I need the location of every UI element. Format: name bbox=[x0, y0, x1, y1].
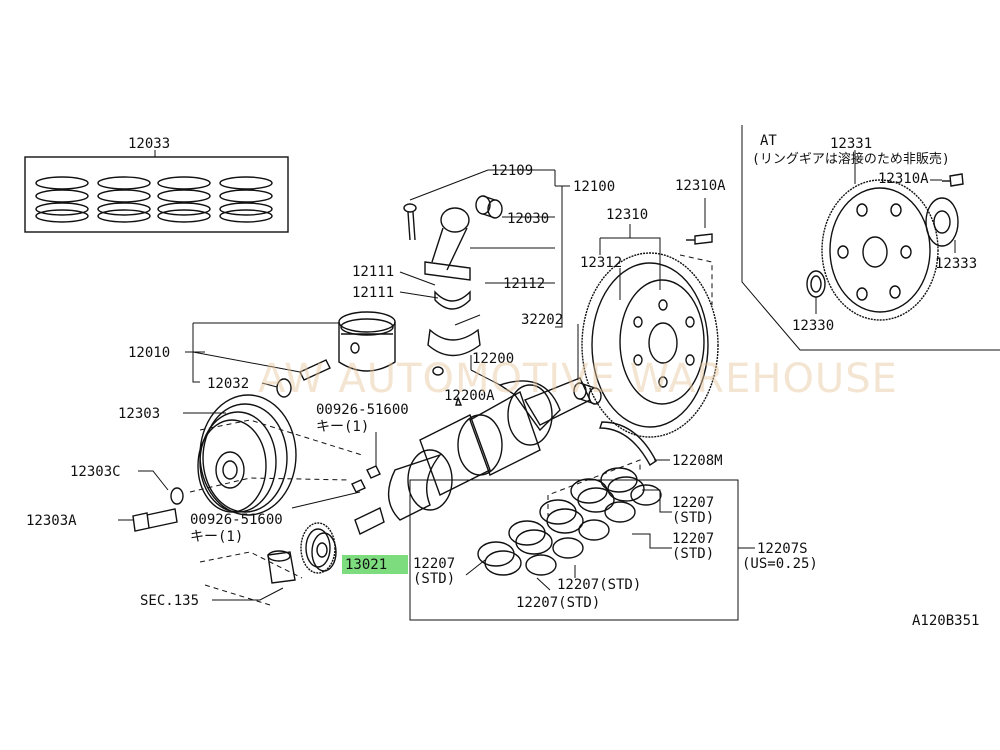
snap-ring[interactable] bbox=[276, 378, 292, 398]
label-12112[interactable]: 12112 bbox=[503, 276, 545, 292]
label-12111-lower[interactable]: 12111 bbox=[352, 285, 394, 301]
crankshaft[interactable] bbox=[354, 377, 591, 535]
label-12207S-note[interactable]: (US=0.25) bbox=[742, 556, 818, 572]
at-spacer[interactable] bbox=[806, 270, 826, 298]
rod-nut bbox=[432, 366, 444, 376]
piston-pin bbox=[299, 359, 331, 381]
label-12100[interactable]: 12100 bbox=[573, 179, 615, 195]
drive-plate-holes bbox=[837, 203, 912, 301]
label-00926-upper[interactable]: 00926-51600 bbox=[316, 402, 409, 418]
flywheel-bolt-holes bbox=[633, 299, 695, 388]
label-12331[interactable]: 12331 bbox=[830, 136, 872, 152]
label-12303C[interactable]: 12303C bbox=[70, 464, 121, 480]
label-12109[interactable]: 12109 bbox=[491, 163, 533, 179]
label-32202[interactable]: 32202 bbox=[521, 312, 563, 328]
rod-cap bbox=[427, 328, 481, 357]
rod-bushing bbox=[475, 195, 503, 219]
pulley-bolt[interactable] bbox=[132, 508, 178, 532]
label-12207-a[interactable]: 12207 bbox=[672, 495, 714, 511]
label-12032[interactable]: 12032 bbox=[207, 376, 249, 392]
label-12310A-at[interactable]: 12310A bbox=[878, 171, 929, 187]
label-13021[interactable]: 13021 bbox=[345, 557, 387, 573]
label-12010[interactable]: 12010 bbox=[128, 345, 170, 361]
diagram-code: A120B351 bbox=[912, 613, 979, 629]
at-inset: AT (リングギアは溶接のため非販売) 12331 12310A bbox=[741, 125, 1000, 351]
at-note: (リングギアは溶接のため非販売) bbox=[752, 151, 950, 167]
flywheel-bolt[interactable] bbox=[686, 233, 713, 245]
label-12207S[interactable]: 12207S bbox=[757, 541, 808, 557]
ring-group-1 bbox=[35, 176, 89, 223]
piston[interactable] bbox=[338, 311, 396, 372]
rod-bolt bbox=[403, 203, 417, 241]
label-12330[interactable]: 12330 bbox=[792, 318, 834, 334]
sec135-sleeve[interactable] bbox=[267, 550, 296, 584]
key-lower[interactable] bbox=[351, 479, 366, 493]
label-12200[interactable]: 12200 bbox=[472, 351, 514, 367]
ring-group-2 bbox=[97, 176, 151, 223]
piston-ring-set[interactable] bbox=[24, 150, 289, 233]
label-SEC135[interactable]: SEC.135 bbox=[140, 593, 199, 609]
label-12200A[interactable]: 12200A bbox=[444, 388, 495, 404]
crank-pulley[interactable] bbox=[197, 394, 297, 516]
watermark: AW AUTOMOTIVE WAREHOUSE bbox=[258, 356, 898, 402]
label-12207-b[interactable]: 12207 bbox=[672, 531, 714, 547]
at-title: AT bbox=[760, 133, 777, 149]
label-12207-d[interactable]: 12207(STD) bbox=[557, 577, 641, 593]
label-12208M[interactable]: 12208M bbox=[672, 453, 723, 469]
highlight-13021 bbox=[342, 555, 408, 574]
label-12310A[interactable]: 12310A bbox=[675, 178, 726, 194]
label-12207-e[interactable]: 12207(STD) bbox=[516, 595, 600, 611]
label-12033[interactable]: 12033 bbox=[128, 136, 170, 152]
label-12333[interactable]: 12333 bbox=[935, 256, 977, 272]
label-00926-lower-note[interactable]: キー(1) bbox=[190, 529, 243, 545]
label-12207-a-note[interactable]: (STD) bbox=[672, 510, 714, 526]
ring-group-3 bbox=[157, 176, 211, 223]
at-inset-border bbox=[741, 125, 1000, 351]
thrust-washer[interactable] bbox=[599, 421, 657, 467]
connecting-rod-assembly[interactable] bbox=[403, 195, 503, 376]
label-00926-lower[interactable]: 00926-51600 bbox=[190, 512, 283, 528]
bearings-upper-row bbox=[525, 484, 662, 576]
label-00926-upper-note[interactable]: キー(1) bbox=[316, 419, 369, 435]
label-12310[interactable]: 12310 bbox=[606, 207, 648, 223]
label-12303A[interactable]: 12303A bbox=[26, 513, 77, 529]
label-12207-c-note[interactable]: (STD) bbox=[413, 571, 455, 587]
main-bearing-set[interactable] bbox=[409, 459, 739, 621]
drive-plate[interactable] bbox=[821, 179, 939, 321]
label-12030[interactable]: 12030 bbox=[507, 211, 549, 227]
bearings-lower-row bbox=[477, 467, 645, 576]
drive-plate-bolt[interactable] bbox=[942, 173, 964, 187]
ring-set-frame bbox=[24, 156, 289, 233]
label-12303[interactable]: 12303 bbox=[118, 406, 160, 422]
key-upper[interactable] bbox=[366, 465, 381, 479]
flywheel[interactable] bbox=[581, 252, 719, 438]
ring-group-4 bbox=[219, 176, 273, 223]
label-12207-c[interactable]: 12207 bbox=[413, 556, 455, 572]
pulley-washer[interactable] bbox=[170, 487, 184, 505]
label-12207-b-note[interactable]: (STD) bbox=[672, 546, 714, 562]
rod-bearing-upper bbox=[434, 290, 471, 310]
crank-sprocket[interactable] bbox=[300, 522, 337, 574]
label-12312[interactable]: 12312 bbox=[580, 255, 622, 271]
label-12111-upper[interactable]: 12111 bbox=[352, 264, 394, 280]
reinforcement-plate[interactable] bbox=[925, 197, 959, 247]
rod-body bbox=[424, 207, 471, 281]
